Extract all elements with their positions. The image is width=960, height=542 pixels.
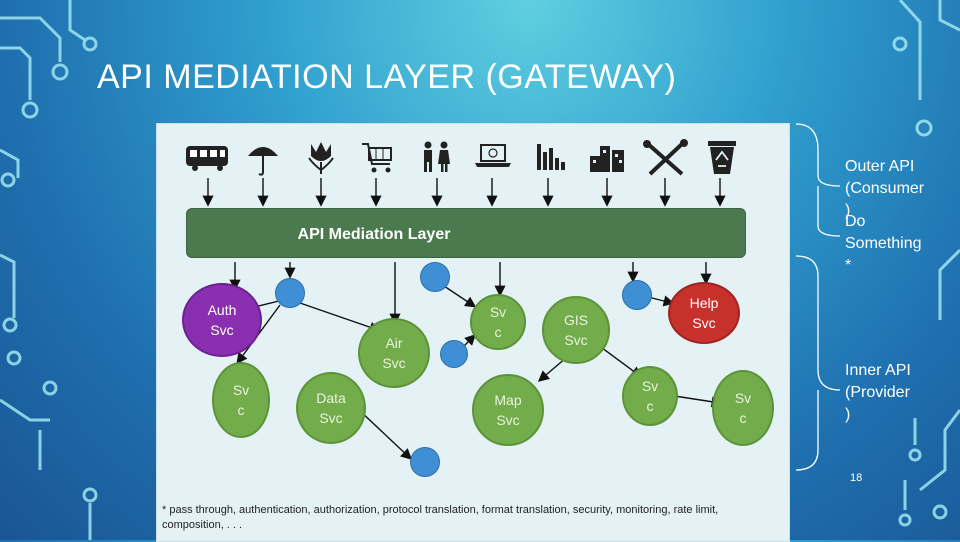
small-node — [622, 280, 652, 310]
bar-chart-icon — [537, 144, 565, 170]
layer-label: API Mediation Layer — [297, 226, 451, 243]
svc-top-node: Sv c — [470, 294, 526, 350]
footnote: * pass through, authentication, authoriz… — [162, 504, 719, 531]
laptop-icon — [475, 144, 511, 167]
shopping-cart-icon — [362, 143, 392, 173]
help-svc-node: Help Svc — [668, 282, 740, 344]
page-title: API MEDIATION LAYER (GATEWAY) — [97, 58, 677, 96]
tools-icon — [643, 139, 688, 176]
tulip-icon — [308, 142, 334, 174]
outer-api-label: Outer API (Consumer ) — [845, 158, 925, 219]
svc-mid-node: Sv c — [622, 366, 678, 426]
small-node — [420, 262, 450, 292]
api-mediation-layer: API Mediation Layer — [186, 208, 746, 258]
data-svc-node: Data Svc — [296, 372, 366, 444]
city-buildings-icon — [590, 146, 624, 172]
umbrella-icon — [248, 147, 278, 176]
svc-left-node: Sv c — [212, 362, 270, 438]
gis-svc-node: GIS Svc — [542, 296, 610, 364]
svc-right-node: Sv c — [712, 370, 774, 446]
air-svc-node: Air Svc — [358, 318, 430, 388]
small-node — [410, 447, 440, 477]
recycle-bin-icon — [708, 141, 736, 174]
small-node — [275, 278, 305, 308]
inner-api-label: Inner API (Provider ) — [845, 362, 911, 423]
auth-svc-node: Auth Svc — [182, 283, 262, 357]
page-number: 18 — [850, 472, 863, 484]
bus-icon — [186, 146, 228, 171]
couple-icon — [424, 141, 450, 172]
map-svc-node: Map Svc — [472, 374, 544, 446]
small-node — [440, 340, 468, 368]
do-something-label: Do Something * — [845, 213, 922, 274]
